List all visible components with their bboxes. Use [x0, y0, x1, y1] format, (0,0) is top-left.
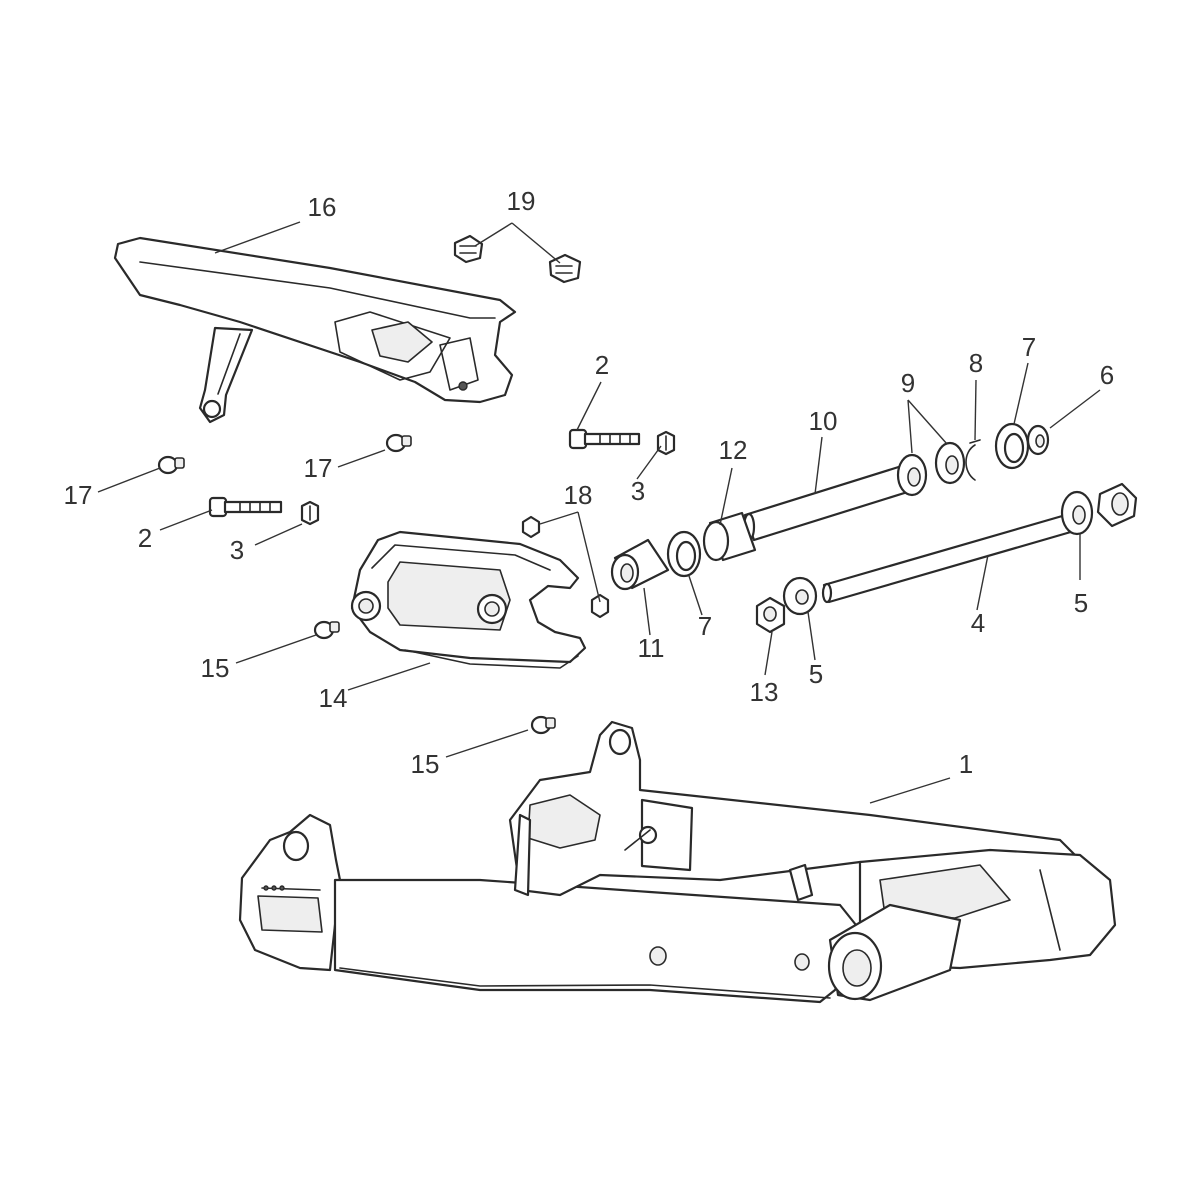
callout-7-upper: 7 — [1022, 332, 1036, 362]
callout-17-center: 17 — [304, 453, 333, 483]
bolt-part-17b[interactable] — [385, 433, 412, 453]
nut-part-3b[interactable] — [300, 500, 320, 526]
callout-10: 10 — [809, 406, 838, 436]
tube-part-10[interactable] — [742, 463, 916, 542]
callout-7-lower: 7 — [698, 611, 712, 641]
washer-part-5b[interactable] — [782, 576, 818, 616]
spacer-part-12[interactable] — [702, 511, 757, 562]
callout-11: 11 — [638, 633, 665, 663]
bolt-part-17a[interactable] — [157, 455, 185, 475]
nut-part-13[interactable] — [755, 596, 786, 634]
callout-1: 1 — [959, 749, 973, 779]
nut-part-3a[interactable] — [656, 430, 676, 456]
chain-slider-part-14[interactable] — [350, 530, 587, 669]
callout-17-left: 17 — [64, 480, 93, 510]
callout-15-upper: 15 — [201, 653, 230, 683]
callout-14: 14 — [319, 683, 348, 713]
callout-13: 13 — [750, 677, 779, 707]
callout-18: 18 — [564, 480, 593, 510]
callout-4: 4 — [971, 608, 985, 638]
sleeve-part-11[interactable] — [610, 538, 670, 591]
callout-2-upper: 2 — [595, 350, 609, 380]
callout-19: 19 — [507, 186, 536, 216]
chain-guard-part-16[interactable] — [113, 236, 517, 424]
callout-9: 9 — [901, 368, 915, 398]
callout-8: 8 — [969, 348, 983, 378]
seal-part-7a[interactable] — [994, 422, 1030, 470]
callout-6: 6 — [1100, 360, 1114, 390]
callout-5-upper: 5 — [1074, 588, 1088, 618]
swingarm-part-1[interactable] — [238, 720, 1117, 1004]
clip-part-19a[interactable] — [453, 234, 484, 264]
callout-3-upper: 3 — [631, 476, 645, 506]
callout-2-lower: 2 — [138, 523, 152, 553]
bolt-part-15a[interactable] — [313, 620, 340, 640]
nut-part-18b[interactable] — [590, 593, 610, 619]
callout-16: 16 — [308, 192, 337, 222]
circlip-part-8[interactable] — [965, 439, 981, 481]
callout-12: 12 — [719, 435, 748, 465]
callout-3-lower: 3 — [230, 535, 244, 565]
bearing-part-9a[interactable] — [896, 453, 928, 497]
leader-lines — [97, 221, 1101, 804]
washer-part-5a[interactable] — [1060, 490, 1094, 536]
callout-5-lower: 5 — [809, 659, 823, 689]
pivot-bolt-part-4[interactable] — [821, 482, 1138, 604]
callout-15-lower: 15 — [411, 749, 440, 779]
cap-part-6[interactable] — [1026, 424, 1050, 456]
bolt-part-2b[interactable] — [208, 496, 283, 518]
bolt-part-2a[interactable] — [568, 428, 641, 450]
callout-labels: 16 19 2 3 17 17 2 3 18 15 14 15 12 10 9 … — [64, 186, 1115, 779]
seal-part-7b[interactable] — [666, 530, 702, 578]
nut-part-18a[interactable] — [521, 515, 541, 539]
bolt-part-15b[interactable] — [530, 715, 556, 735]
bearing-part-9b[interactable] — [934, 441, 966, 485]
